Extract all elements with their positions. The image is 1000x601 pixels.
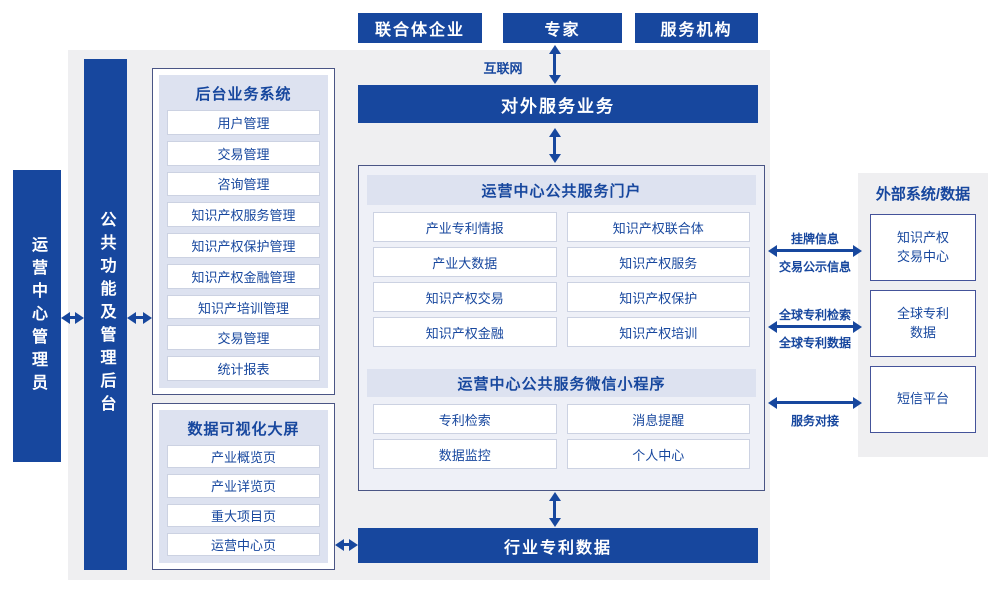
bar-label: 对外服务业务 — [501, 96, 615, 116]
arrow-portal-ip-exchange — [777, 249, 853, 252]
external-system-ip-exchange: 知识产权交易中心 — [870, 214, 976, 281]
portal-grid: 产业专利情报 知识产权联合体 产业大数据 知识产权服务 知识产权交易 知识产权保… — [373, 212, 750, 347]
arrow-dashboard-to-patentdata — [344, 543, 349, 546]
external-system-label: 全球专利数据 — [896, 305, 949, 340]
arrow-portal-global-patent — [777, 325, 853, 328]
link-label-global-patent-data: 全球专利数据 — [778, 336, 851, 350]
miniprogram-grid: 专利检索 消息提醒 数据监控 个人中心 — [373, 404, 750, 469]
external-system-label: 短信平台 — [896, 391, 949, 407]
actor-consortium-enterprise: 联合体企业 — [358, 13, 482, 43]
link-label-global-patent-search: 全球专利检索 — [778, 308, 851, 322]
portal-item: 产业大数据 — [373, 247, 557, 277]
actor-expert: 专家 — [503, 13, 622, 43]
external-system-global-patent: 全球专利数据 — [870, 290, 976, 357]
backend-item: 交易管理 — [167, 325, 320, 351]
miniprogram-title: 运营中心公共服务微信小程序 — [367, 369, 756, 397]
backend-item: 知识产权服务管理 — [167, 202, 320, 228]
dashboard-item: 重大项目页 — [167, 503, 320, 527]
actor-label: 专家 — [544, 22, 581, 39]
backend-item: 咨询管理 — [167, 171, 320, 197]
link-label-listing-info: 挂牌信息 — [790, 232, 839, 246]
rail-public-function-backend: 公共功能及管理后台 — [84, 59, 127, 570]
actor-service-agency: 服务机构 — [635, 13, 758, 43]
external-system-label: 知识产权交易中心 — [896, 229, 949, 264]
backend-item: 知识产权金融管理 — [167, 263, 320, 289]
backend-system-title: 后台业务系统 — [195, 86, 292, 103]
arrow-portal-sms — [777, 401, 853, 404]
rail-label: 运营中心管理员 — [29, 235, 46, 397]
portal-item: 知识产权金融 — [373, 317, 557, 347]
miniprogram-item: 专利检索 — [373, 404, 557, 434]
portal-item: 产业专利情报 — [373, 212, 557, 242]
miniprogram-item: 数据监控 — [373, 439, 557, 469]
portal-item: 知识产权服务 — [566, 247, 750, 277]
backend-item: 用户管理 — [167, 110, 320, 135]
dashboard-item: 运营中心页 — [167, 532, 320, 556]
arrow-internet-to-service — [553, 54, 556, 75]
miniprogram-item: 个人中心 — [566, 439, 750, 469]
rail-operation-center-admin: 运营中心管理员 — [13, 170, 61, 462]
backend-item: 交易管理 — [167, 140, 320, 166]
portal-container: 运营中心公共服务门户 产业专利情报 知识产权联合体 产业大数据 知识产权服务 知… — [358, 165, 765, 491]
rail-label: 公共功能及管理后台 — [97, 211, 115, 418]
link-label-service-dock: 服务对接 — [790, 414, 839, 428]
actor-label: 服务机构 — [660, 22, 733, 39]
actor-label: 联合体企业 — [374, 22, 465, 39]
dashboard-title: 数据可视化大屏 — [187, 421, 300, 438]
backend-item: 统计报表 — [167, 356, 320, 382]
backend-item: 知识产培训管理 — [167, 294, 320, 320]
portal-item: 知识产权交易 — [373, 282, 557, 312]
backend-system-box: 后台业务系统 用户管理 交易管理 咨询管理 知识产权服务管理 知识产权保护管理 … — [152, 68, 335, 395]
link-label-trade-publicity: 交易公示信息 — [778, 260, 851, 274]
portal-title: 运营中心公共服务门户 — [367, 175, 756, 205]
dashboard-item: 产业详览页 — [167, 474, 320, 498]
arrow-admin-to-backend — [70, 316, 75, 319]
external-systems-title: 外部系统/数据 — [875, 186, 971, 203]
bar-label: 行业专利数据 — [503, 539, 612, 557]
portal-item: 知识产权保护 — [566, 282, 750, 312]
external-systems-panel: 外部系统/数据 知识产权交易中心 全球专利数据 短信平台 — [858, 173, 988, 457]
dashboard-item: 产业概览页 — [167, 445, 320, 469]
portal-item: 知识产权联合体 — [566, 212, 750, 242]
portal-item: 知识产权培训 — [566, 317, 750, 347]
industry-patent-data-bar: 行业专利数据 — [358, 528, 758, 563]
external-system-sms: 短信平台 — [870, 366, 976, 433]
miniprogram-item: 消息提醒 — [566, 404, 750, 434]
backend-item: 知识产权保护管理 — [167, 233, 320, 258]
arrow-service-to-portal — [553, 137, 556, 154]
arrow-portal-to-patentdata — [553, 501, 556, 518]
internet-label: 互联网 — [483, 61, 523, 76]
arrow-backend-to-backsystem — [136, 316, 143, 319]
external-service-bar: 对外服务业务 — [358, 85, 758, 123]
dashboard-box: 数据可视化大屏 产业概览页 产业详览页 重大项目页 运营中心页 — [152, 403, 335, 570]
